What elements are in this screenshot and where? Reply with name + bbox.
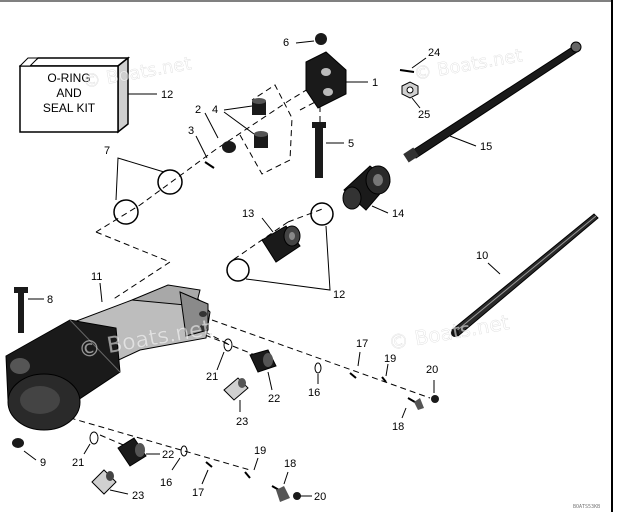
pin-5 (312, 122, 326, 178)
seal-2 (222, 141, 236, 153)
callout-22b: 22 (162, 449, 174, 461)
bracket-1 (305, 51, 347, 109)
callout-21a: 21 (206, 371, 218, 383)
callout-14: 14 (392, 208, 404, 220)
cap-20a (431, 395, 439, 403)
o-ring-16a (314, 362, 322, 374)
o-ring-21b (89, 431, 99, 445)
callout-9: 9 (40, 457, 46, 469)
callout-4: 4 (212, 104, 218, 116)
piston-rod-15 (403, 41, 582, 163)
callout-19a: 19 (384, 353, 396, 365)
fitting-23b (91, 469, 117, 495)
callout-15: 15 (480, 141, 492, 153)
kit-label-line1: O-RING (47, 71, 90, 85)
o-ring-7a (113, 199, 139, 225)
callout-13: 13 (242, 208, 254, 220)
fitting-18a (407, 397, 424, 410)
assembly-path-lines (59, 77, 431, 471)
ring-17a (349, 372, 357, 379)
callout-10: 10 (476, 250, 488, 262)
callout-20a: 20 (426, 364, 438, 376)
callout-22a: 22 (268, 393, 280, 405)
o-ring-12a (226, 258, 250, 282)
callout-5: 5 (348, 138, 354, 150)
cap-20b (293, 492, 301, 500)
callout-25: 25 (418, 109, 430, 121)
callout-18b: 18 (284, 458, 296, 470)
bushing-4a (252, 98, 266, 115)
kit-label-line3: SEAL KIT (43, 101, 96, 115)
callout-17a: 17 (356, 338, 368, 350)
ring-19b (244, 471, 251, 479)
callout-16a: 16 (308, 387, 320, 399)
ring-3 (204, 161, 215, 169)
kit-label-line2: AND (56, 86, 82, 100)
callout-24: 24 (428, 47, 440, 59)
washer-24 (399, 69, 415, 73)
fitting-23a (223, 377, 249, 401)
callout-6: 6 (283, 37, 289, 49)
piston-14 (342, 165, 391, 211)
callout-16b: 16 (160, 477, 172, 489)
callout-2: 2 (195, 104, 201, 116)
cap-6 (315, 33, 327, 45)
callout-18a: 18 (392, 421, 404, 433)
callout-3: 3 (188, 125, 194, 137)
fitting-22a (249, 349, 277, 373)
callout-19b: 19 (254, 445, 266, 457)
callout-23a: 23 (236, 416, 248, 428)
callout-12-rings: 12 (333, 289, 345, 301)
fitting-22b (117, 437, 147, 467)
watermark-4: © Boats.net (387, 310, 511, 355)
callout-12-kit: 12 (161, 89, 173, 101)
seal-kit-box: O-RING AND SEAL KIT (18, 56, 131, 134)
o-ring-12b (310, 202, 334, 226)
callout-23b: 23 (132, 490, 144, 502)
callout-7: 7 (104, 145, 110, 157)
callout-11: 11 (91, 271, 102, 283)
callout-20b: 20 (314, 491, 326, 503)
seal-13 (261, 225, 301, 263)
bolt-8 (14, 287, 28, 333)
callout-21b: 21 (72, 457, 84, 469)
o-ring-16b (180, 445, 188, 457)
ring-17b (205, 461, 213, 468)
callout-8: 8 (47, 294, 53, 306)
o-ring-21a (223, 338, 233, 352)
fitting-18b (271, 485, 290, 502)
rod-10 (451, 213, 599, 337)
drawing-code: BOATS53KB (573, 504, 600, 510)
cylinder-body (5, 284, 211, 431)
bushing-4b (254, 131, 268, 148)
callout-1: 1 (372, 77, 378, 89)
callout-17b: 17 (192, 487, 204, 499)
ring-19a (381, 376, 387, 383)
cap-9 (12, 438, 24, 448)
o-ring-7b (157, 169, 183, 195)
